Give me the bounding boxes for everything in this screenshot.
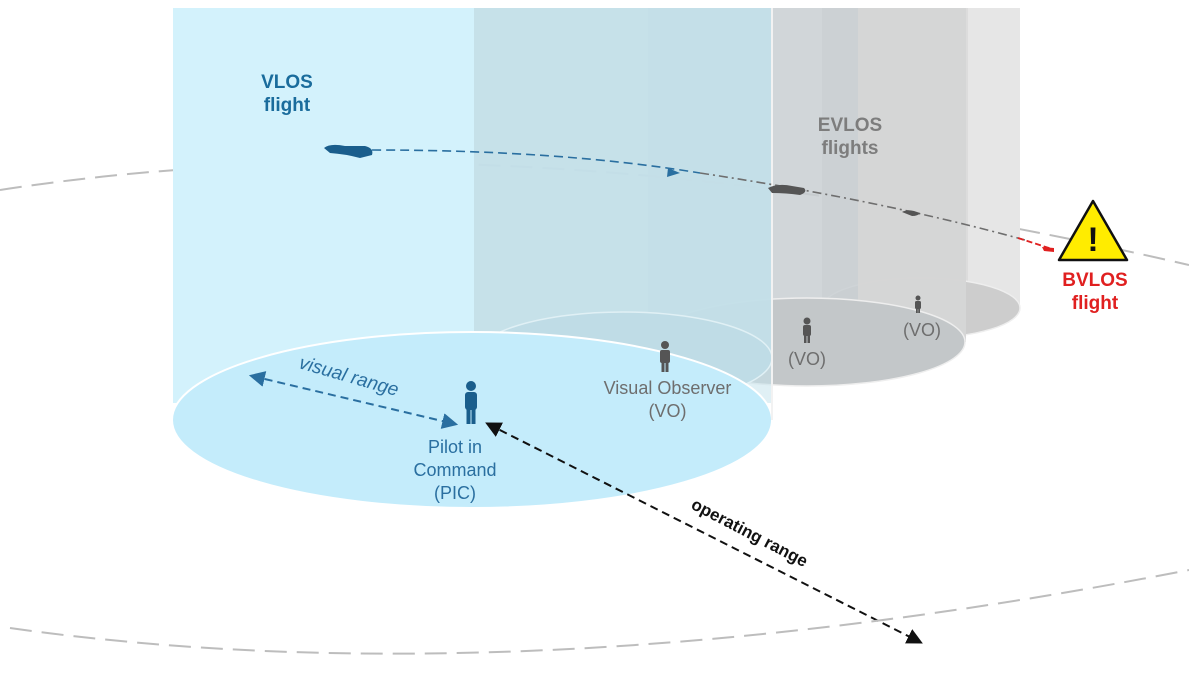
visual-observer-label: Visual Observer (VO) <box>580 377 755 424</box>
drone-silhouette-icon <box>1042 247 1054 252</box>
evlos-flight-path <box>699 172 1026 241</box>
vlos-label-line-1: VLOS <box>261 72 313 93</box>
evlos-label-line-2: flights <box>821 137 879 159</box>
drone-silhouette-icon <box>902 210 920 216</box>
bvlos-label-line-1: BVLOS <box>1062 270 1128 291</box>
drone-silhouette-icon <box>324 144 373 158</box>
operating-range-label: operating range <box>688 495 811 571</box>
drone-silhouette-icon <box>768 184 806 195</box>
vlos-flight-path <box>371 149 701 174</box>
vlos-label-line-2: flight <box>263 94 311 116</box>
evlos-label-line-1: EVLOS <box>817 115 883 136</box>
evlos-flights-label: EVLOS flights <box>800 115 900 161</box>
operating-range-arrow <box>485 422 923 644</box>
person-icon <box>660 341 670 372</box>
pic-label-line-3: (PIC) <box>434 483 476 504</box>
observer-label-line-2: (VO) <box>648 401 687 422</box>
bvlos-flight-label: BVLOS flight <box>1050 270 1140 316</box>
bvlos-label-line-2: flight <box>1071 292 1119 314</box>
bvlos-flight-path <box>1017 237 1053 250</box>
pic-label: Pilot in Command (PIC) <box>385 436 525 505</box>
person-icon <box>803 317 811 343</box>
vo-2-label: (VO) <box>788 349 826 369</box>
observer-label-line-1: Visual Observer <box>603 378 732 398</box>
warning-triangle-icon: ! <box>1057 199 1129 262</box>
vo-3-label: (VO) <box>903 320 941 340</box>
vlos-path-arrow <box>667 168 680 177</box>
operating-range-boundary-front <box>9 569 1189 655</box>
visual-range-arrow <box>248 371 459 429</box>
pic-label-line-2: Command <box>413 460 497 481</box>
svg-text:!: ! <box>1087 221 1098 259</box>
vlos-flight-label: VLOS flight <box>252 72 322 118</box>
pic-label-line-1: Pilot in <box>427 437 483 457</box>
person-icon <box>915 295 921 313</box>
person-icon <box>465 381 477 424</box>
